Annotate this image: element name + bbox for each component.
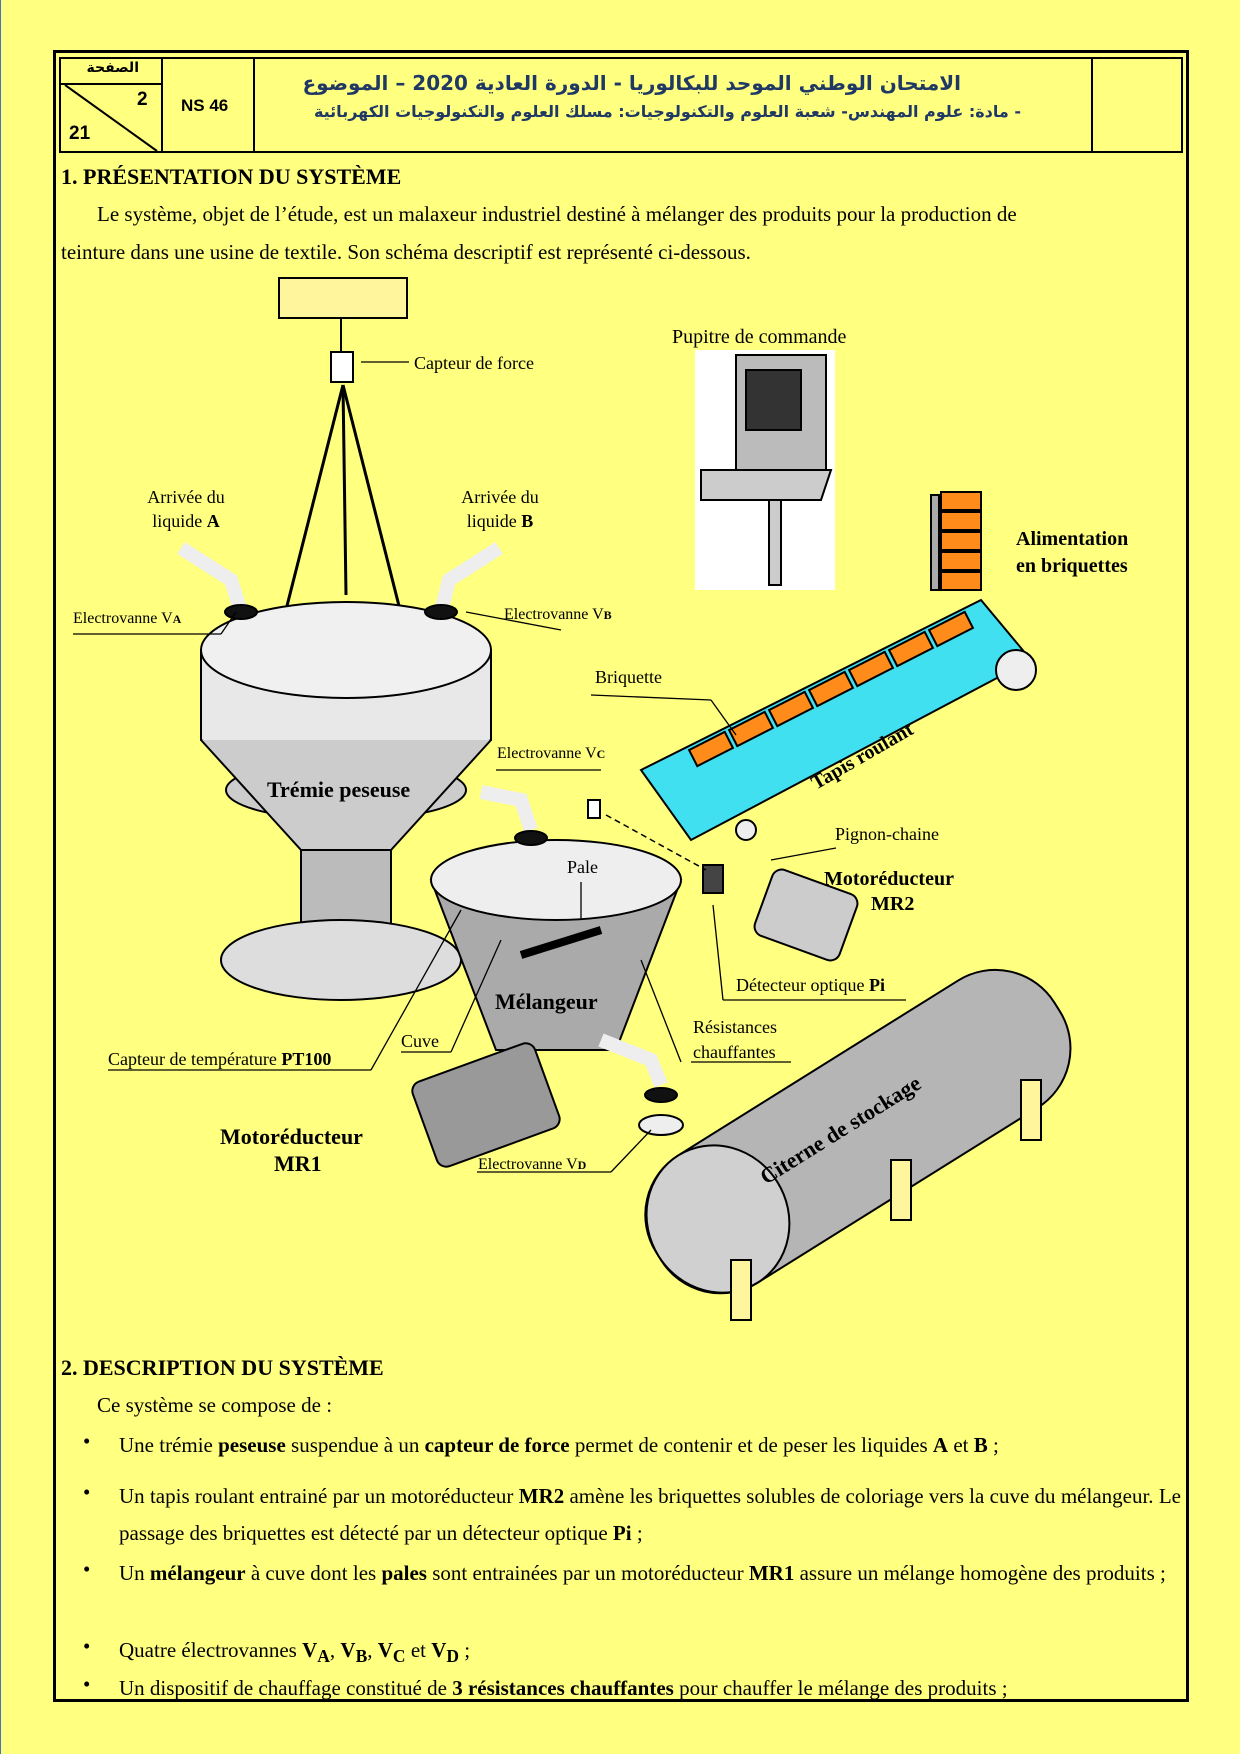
label-ev-d: Electrovanne VD	[478, 1156, 587, 1173]
list-item: Un mélangeur à cuve dont les pales sont …	[119, 1561, 1166, 1585]
label-melangeur: Mélangeur	[495, 989, 598, 1014]
section1-para-line2: teinture dans une usine de textile. Son …	[61, 240, 751, 264]
page-number-cell: الصفحة 2 21	[61, 59, 163, 152]
brick-feeder	[930, 494, 940, 591]
list-item: Quatre électrovannes VA, VB, VC et VD ;	[119, 1638, 471, 1667]
label-alimentation-1: Alimentation	[1016, 528, 1128, 550]
exam-subject: - مادة: علوم المهندس- شعبة العلوم والتكن…	[313, 102, 1021, 121]
list-item: Une trémie peseuse suspendue à un capteu…	[119, 1433, 999, 1457]
section2-intro: Ce système se compose de :	[97, 1393, 333, 1417]
bullet-icon: •	[83, 1634, 91, 1658]
label-mr2-2: MR2	[871, 893, 914, 915]
label-arrivee-b-1: Arrivée du	[461, 487, 538, 507]
valve-vd	[644, 1087, 678, 1103]
exam-title-cell: الامتحان الوطني الموحد للبكالوريا - الدو…	[253, 59, 1093, 151]
label-arrivee-b-2: liquide B	[467, 511, 534, 531]
bullet-icon: •	[83, 1672, 91, 1696]
bullet-icon: •	[83, 1480, 91, 1504]
label-arrivee-a-1: Arrivée du	[147, 487, 224, 507]
valve-vc	[514, 830, 548, 846]
label-pignon: Pignon-chaine	[835, 824, 939, 844]
label-capteur-temp: Capteur de température PT100	[108, 1049, 331, 1069]
list-item: Un tapis roulant entrainé par un motoréd…	[119, 1484, 1181, 1545]
hopper-rim	[200, 601, 492, 699]
section1-para-line1: Le système, objet de l’étude, est un mal…	[97, 202, 1017, 226]
optical-detector	[702, 864, 724, 894]
exam-title: الامتحان الوطني الموحد للبكالوريا - الدو…	[302, 71, 961, 95]
exam-code-cell: NS 46	[161, 59, 255, 151]
page-frame	[53, 50, 1189, 1702]
label-alimentation-2: en briquettes	[1016, 555, 1128, 577]
page-label: الصفحة	[86, 60, 139, 76]
valve-va	[224, 604, 258, 620]
bullet-icon: •	[83, 1557, 91, 1581]
section2-title: 2. DESCRIPTION DU SYSTÈME	[61, 1355, 384, 1380]
label-detecteur: Détecteur optique Pi	[736, 975, 885, 995]
motor-mr2	[753, 868, 859, 962]
page-total: 21	[69, 123, 91, 144]
label-arrivee-a-2: liquide A	[152, 511, 220, 531]
label-ev-c: Electrovanne VC	[497, 745, 605, 762]
label-mr1-1: Motoréducteur	[220, 1124, 363, 1149]
label-capteur-force: Capteur de force	[414, 353, 534, 373]
motor-mr1	[411, 1042, 561, 1168]
label-tremie: Trémie peseuse	[267, 777, 410, 802]
valve-vb	[424, 604, 458, 620]
exam-code: NS 46	[181, 96, 229, 115]
section1-title: 1. PRÉSENTATION DU SYSTÈME	[61, 164, 402, 189]
conveyor-belt	[639, 598, 1033, 842]
label-mr2-1: Motoréducteur	[824, 868, 954, 890]
label-ev-b: Electrovanne VB	[504, 606, 612, 623]
label-cuve: Cuve	[401, 1031, 439, 1051]
label-pupitre: Pupitre de commande	[672, 326, 847, 348]
list-item: Un dispositif de chauffage constitué de …	[119, 1676, 1008, 1700]
optical-reflector	[587, 799, 601, 819]
force-sensor	[330, 351, 354, 383]
label-resist-1: Résistances	[693, 1017, 777, 1037]
label-resist-2: chauffantes	[693, 1042, 776, 1062]
page-number: 2	[137, 89, 148, 110]
label-briquette: Briquette	[595, 667, 662, 687]
label-ev-a: Electrovanne VA	[73, 610, 182, 627]
exam-header: الصفحة 2 21 NS 46 الامتحان الوطني الموحد…	[59, 57, 1183, 153]
ceiling-anchor	[278, 277, 408, 319]
label-mr1-2: MR1	[274, 1151, 322, 1176]
bullet-icon: •	[83, 1429, 91, 1453]
storage-tank	[644, 968, 1072, 1295]
label-pale: Pale	[567, 857, 598, 877]
